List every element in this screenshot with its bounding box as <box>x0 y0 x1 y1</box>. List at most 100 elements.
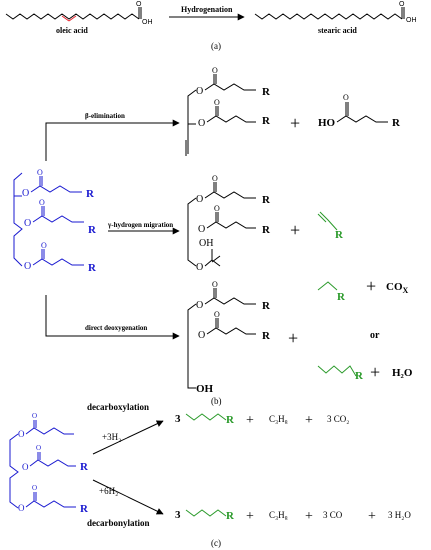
decarboxylation-arrow <box>92 420 164 455</box>
acid-r: R <box>392 117 401 129</box>
p2-r-2: R <box>262 224 271 236</box>
tgc-carbonyl-o-3: O <box>32 484 37 492</box>
c3h8-top: C₃H₈ <box>269 414 288 424</box>
alkene-chain <box>319 211 338 231</box>
tg-r-1: R <box>86 188 95 200</box>
product-gamma-diglyceride: O O R O O R OH O <box>187 174 271 273</box>
product-alkane-long: R <box>317 365 364 382</box>
gamma-migration-label: γ-hydrogen migration <box>107 221 173 229</box>
p3-backbone <box>187 303 197 389</box>
plus-c2: + <box>305 413 313 428</box>
alkane-short-r: R <box>337 291 346 303</box>
tgc-carbonyl-o-2: O <box>36 444 41 452</box>
oleic-oh-label: OH <box>142 19 153 26</box>
cis-double-bond-2 <box>68 15 77 22</box>
plus-b1: + <box>290 113 300 133</box>
oleic-acid-label: oleic acid <box>56 26 88 35</box>
stearic-acid-chain <box>254 13 403 20</box>
acid-ho: HO <box>318 117 336 129</box>
h2o-c-label: 3 H₂O <box>388 510 411 520</box>
p3-carbonyl-o-1: O <box>212 280 218 289</box>
tgc-r-2: R <box>80 461 89 473</box>
p2-enol-db <box>211 255 221 263</box>
tg-carbonyl-o-3: O <box>41 241 47 250</box>
stearic-oh-label: OH <box>406 17 417 24</box>
plus-b2: + <box>290 220 300 240</box>
cis-double-bond <box>61 15 70 22</box>
tgc-chain-1 <box>25 427 74 435</box>
p1-carbonyl-o-2: O <box>214 98 220 107</box>
tgc-chain-3 <box>25 500 76 508</box>
plus-c3: + <box>246 509 254 524</box>
tgc-o-1: O <box>18 429 25 439</box>
cox-main: CO <box>386 281 403 293</box>
tg-chain-2 <box>32 215 84 223</box>
p2-chain-2 <box>206 221 256 229</box>
direct-deoxygenation-arrow <box>45 295 180 340</box>
panel-b: O O R O O R O O R β-elimination γ-hydrog… <box>13 66 413 406</box>
p3-o-1: O <box>196 300 203 311</box>
product-fatty-acid: HO O R <box>318 93 401 129</box>
p1-o-2: O <box>198 118 205 129</box>
co-label: 3 CO <box>323 510 343 520</box>
oleic-o-label: O <box>136 1 142 8</box>
tg-o-2: O <box>24 218 31 229</box>
product-alkane-short: R <box>317 281 346 303</box>
acid-carbonyl-o: O <box>343 93 349 102</box>
product-alkene: R <box>317 211 344 241</box>
oleic-acid-chain <box>5 13 140 20</box>
p2-carbonyl-o-1: O <box>212 174 218 183</box>
plus-c4: + <box>305 509 313 524</box>
tg-chain-3 <box>32 258 84 266</box>
p2-o-2: O <box>198 224 205 235</box>
p1-r-2: R <box>262 115 271 127</box>
tg-o-1: O <box>22 188 29 199</box>
panel-c: O O O O R O O R decarboxylation +3H₂ +6H… <box>9 402 411 548</box>
alkane-c-bottom <box>185 509 227 517</box>
alkene-db <box>317 213 327 223</box>
p3-carbonyl-o-2: O <box>214 310 220 319</box>
p2-oh: OH <box>199 238 213 249</box>
tgc-backbone <box>9 433 19 509</box>
p3-chain-1 <box>204 297 256 305</box>
hydrogenation-label: Hydrogenation <box>181 5 233 14</box>
panel-a: O OH oleic acid Hydrogenation O OH stear… <box>5 1 417 51</box>
direct-deoxygenation-label: direct deoxygenation <box>85 324 147 332</box>
tg-carbonyl-o-2: O <box>39 198 45 207</box>
alkane-c-bottom-r: R <box>226 510 235 522</box>
p2-o-1: O <box>196 194 203 205</box>
product-deox-diglyceride: O O R O O R OH <box>187 280 271 395</box>
tgc-chain-2 <box>29 459 76 467</box>
p2-r-1: R <box>262 194 271 206</box>
p3-o-2: O <box>198 330 205 341</box>
h2o-label: H₂O <box>392 367 413 379</box>
tg-backbone <box>13 172 23 267</box>
tgc-o-3: O <box>18 503 25 513</box>
plus-b3: + <box>288 328 298 348</box>
p3-oh: OH <box>196 383 214 395</box>
acid-chain <box>336 115 388 123</box>
alkane-c-top <box>185 413 227 421</box>
p1-o-1: O <box>196 86 203 97</box>
p1-chain-2 <box>206 115 256 123</box>
p1-r-1: R <box>262 86 271 98</box>
plus-b4: + <box>366 276 376 296</box>
triglyceride-reactant: O O R O O R O O R <box>13 168 97 274</box>
p2-carbonyl-o-2: O <box>214 204 220 213</box>
p2-enol <box>204 259 221 267</box>
c3h8-bottom: C₃H₈ <box>269 510 288 520</box>
triglyceride-reactant-c: O O O O R O O R <box>9 412 89 515</box>
tg-carbonyl-o-1: O <box>37 168 43 177</box>
product-beta-diglyceride: O O R O O R <box>185 66 271 156</box>
p3-r-2: R <box>262 330 271 342</box>
cox-sub: X <box>403 286 409 295</box>
decarbonylation-arrow <box>92 479 164 515</box>
caption-a: (a) <box>211 41 221 51</box>
tg-o-3: O <box>24 261 31 272</box>
beta-elimination-arrow <box>45 119 180 161</box>
plus-c5: + <box>368 509 376 524</box>
coef-3-top: 3 <box>175 413 181 425</box>
p1-carbonyl-o-1: O <box>212 66 218 75</box>
tg-r-3: R <box>88 262 97 274</box>
